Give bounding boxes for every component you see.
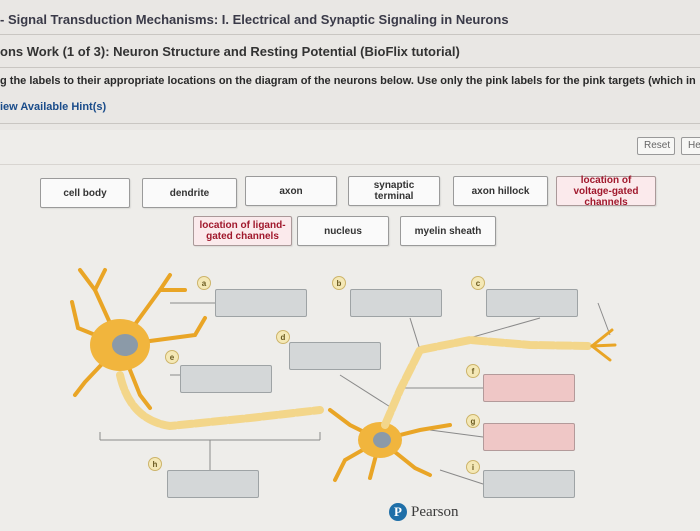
nucleus-1: [112, 334, 138, 356]
axon-1: [116, 371, 324, 431]
marker-b: b: [332, 276, 346, 290]
drop-target-e[interactable]: [180, 365, 272, 393]
synaptic-terminal-2: [590, 328, 617, 362]
drop-target-b[interactable]: [350, 289, 442, 317]
pearson-logo: P Pearson: [389, 503, 459, 521]
axon-2: [381, 335, 594, 429]
divider: [0, 123, 700, 124]
marker-e: e: [165, 350, 179, 364]
divider: [0, 164, 700, 165]
drop-target-d[interactable]: [289, 342, 381, 370]
nucleus-2: [373, 432, 391, 448]
view-hints-link[interactable]: iew Available Hint(s): [0, 101, 107, 113]
divider: [0, 34, 700, 35]
label-cell-body[interactable]: cell body: [40, 178, 130, 208]
page-title: - Signal Transduction Mechanisms: I. Ele…: [0, 12, 509, 27]
marker-i: i: [466, 460, 480, 474]
drop-target-c[interactable]: [486, 289, 578, 317]
label-dendrite[interactable]: dendrite: [142, 178, 237, 208]
drop-target-f[interactable]: [483, 374, 575, 402]
part-title: ons Work (1 of 3): Neuron Structure and …: [0, 44, 460, 59]
marker-g: g: [466, 414, 480, 428]
reset-button[interactable]: Reset: [637, 137, 675, 155]
neuron-diagram: [70, 268, 617, 485]
help-button[interactable]: He: [681, 137, 700, 155]
drop-target-a[interactable]: [215, 289, 307, 317]
marker-a: a: [197, 276, 211, 290]
leader-lines: [99, 302, 611, 485]
label-voltage-gated-channels[interactable]: location of voltage-gated channels: [556, 175, 656, 208]
marker-d: d: [276, 330, 290, 344]
label-ligand-gated-channels[interactable]: location of ligand-gated channels: [193, 216, 292, 246]
marker-f: f: [466, 364, 480, 378]
instructions: g the labels to their appropriate locati…: [0, 75, 696, 87]
drop-target-h[interactable]: [167, 470, 259, 498]
label-synaptic-terminal[interactable]: synaptic terminal: [348, 176, 440, 206]
divider: [0, 67, 700, 68]
label-axon[interactable]: axon: [245, 176, 337, 206]
marker-c: c: [471, 276, 485, 290]
pearson-wordmark: Pearson: [411, 503, 459, 520]
drop-target-i[interactable]: [483, 470, 575, 498]
marker-h: h: [148, 457, 162, 471]
label-myelin-sheath[interactable]: myelin sheath: [400, 216, 496, 246]
label-nucleus[interactable]: nucleus: [297, 216, 389, 246]
pearson-logo-icon: P: [389, 503, 407, 521]
drop-target-g[interactable]: [483, 423, 575, 451]
label-axon-hillock[interactable]: axon hillock: [453, 176, 548, 206]
